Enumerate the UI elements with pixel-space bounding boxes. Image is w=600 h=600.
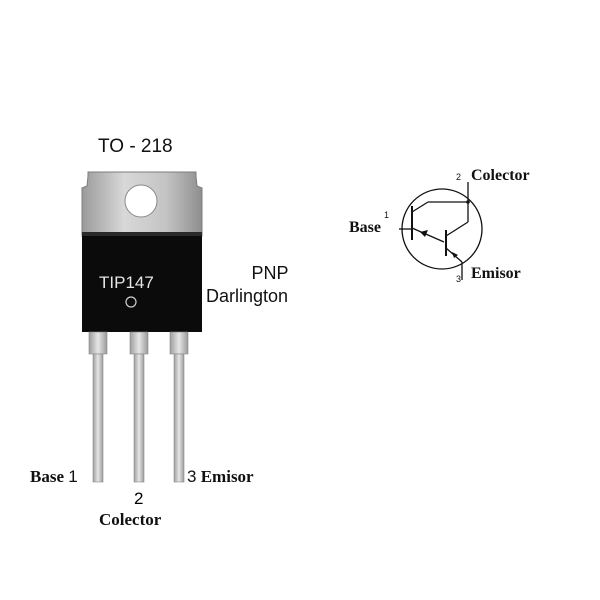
darlington-symbol: [399, 182, 483, 280]
lead-shoulder-3: [169, 331, 189, 355]
pin-emitter-label: 3 Emisor: [187, 467, 254, 487]
lead-shoulder-2: [129, 331, 149, 355]
mounting-hole: [124, 184, 158, 218]
symbol-emitter-number: 3: [456, 274, 462, 284]
lead-base: [92, 353, 104, 483]
part-number: TIP147: [99, 273, 154, 292]
symbol-emitter-label: Emisor: [471, 265, 521, 282]
symbol-base-label: Base: [349, 219, 381, 236]
lead-collector: [133, 353, 145, 483]
pin-collector-text: Colector: [99, 510, 162, 529]
symbol-collector-label: Colector: [471, 167, 530, 184]
pin-base-text: Base: [30, 467, 64, 486]
lead-shoulder-1: [88, 331, 108, 355]
symbol-collector-number: 2: [456, 172, 462, 182]
pin-collector-number: 2: [134, 489, 144, 508]
pin-emitter-text: Emisor: [200, 467, 254, 486]
logo-mark: [125, 296, 137, 308]
symbol-base-number: 1: [384, 210, 390, 220]
package-title: TO - 218: [98, 136, 173, 157]
junction-dot: [466, 200, 470, 204]
q2-emitter-arrow: [452, 252, 458, 258]
package-body: [82, 232, 202, 332]
lead-emitter: [173, 353, 185, 483]
pin-base-label: Base 1: [30, 467, 78, 487]
q1-emitter-arrow: [420, 230, 428, 237]
pin-emitter-number: 3: [187, 467, 197, 486]
type-darlington: Darlington: [206, 286, 289, 306]
pin-base-number: 1: [68, 467, 78, 486]
type-pnp: PNP: [251, 263, 289, 283]
